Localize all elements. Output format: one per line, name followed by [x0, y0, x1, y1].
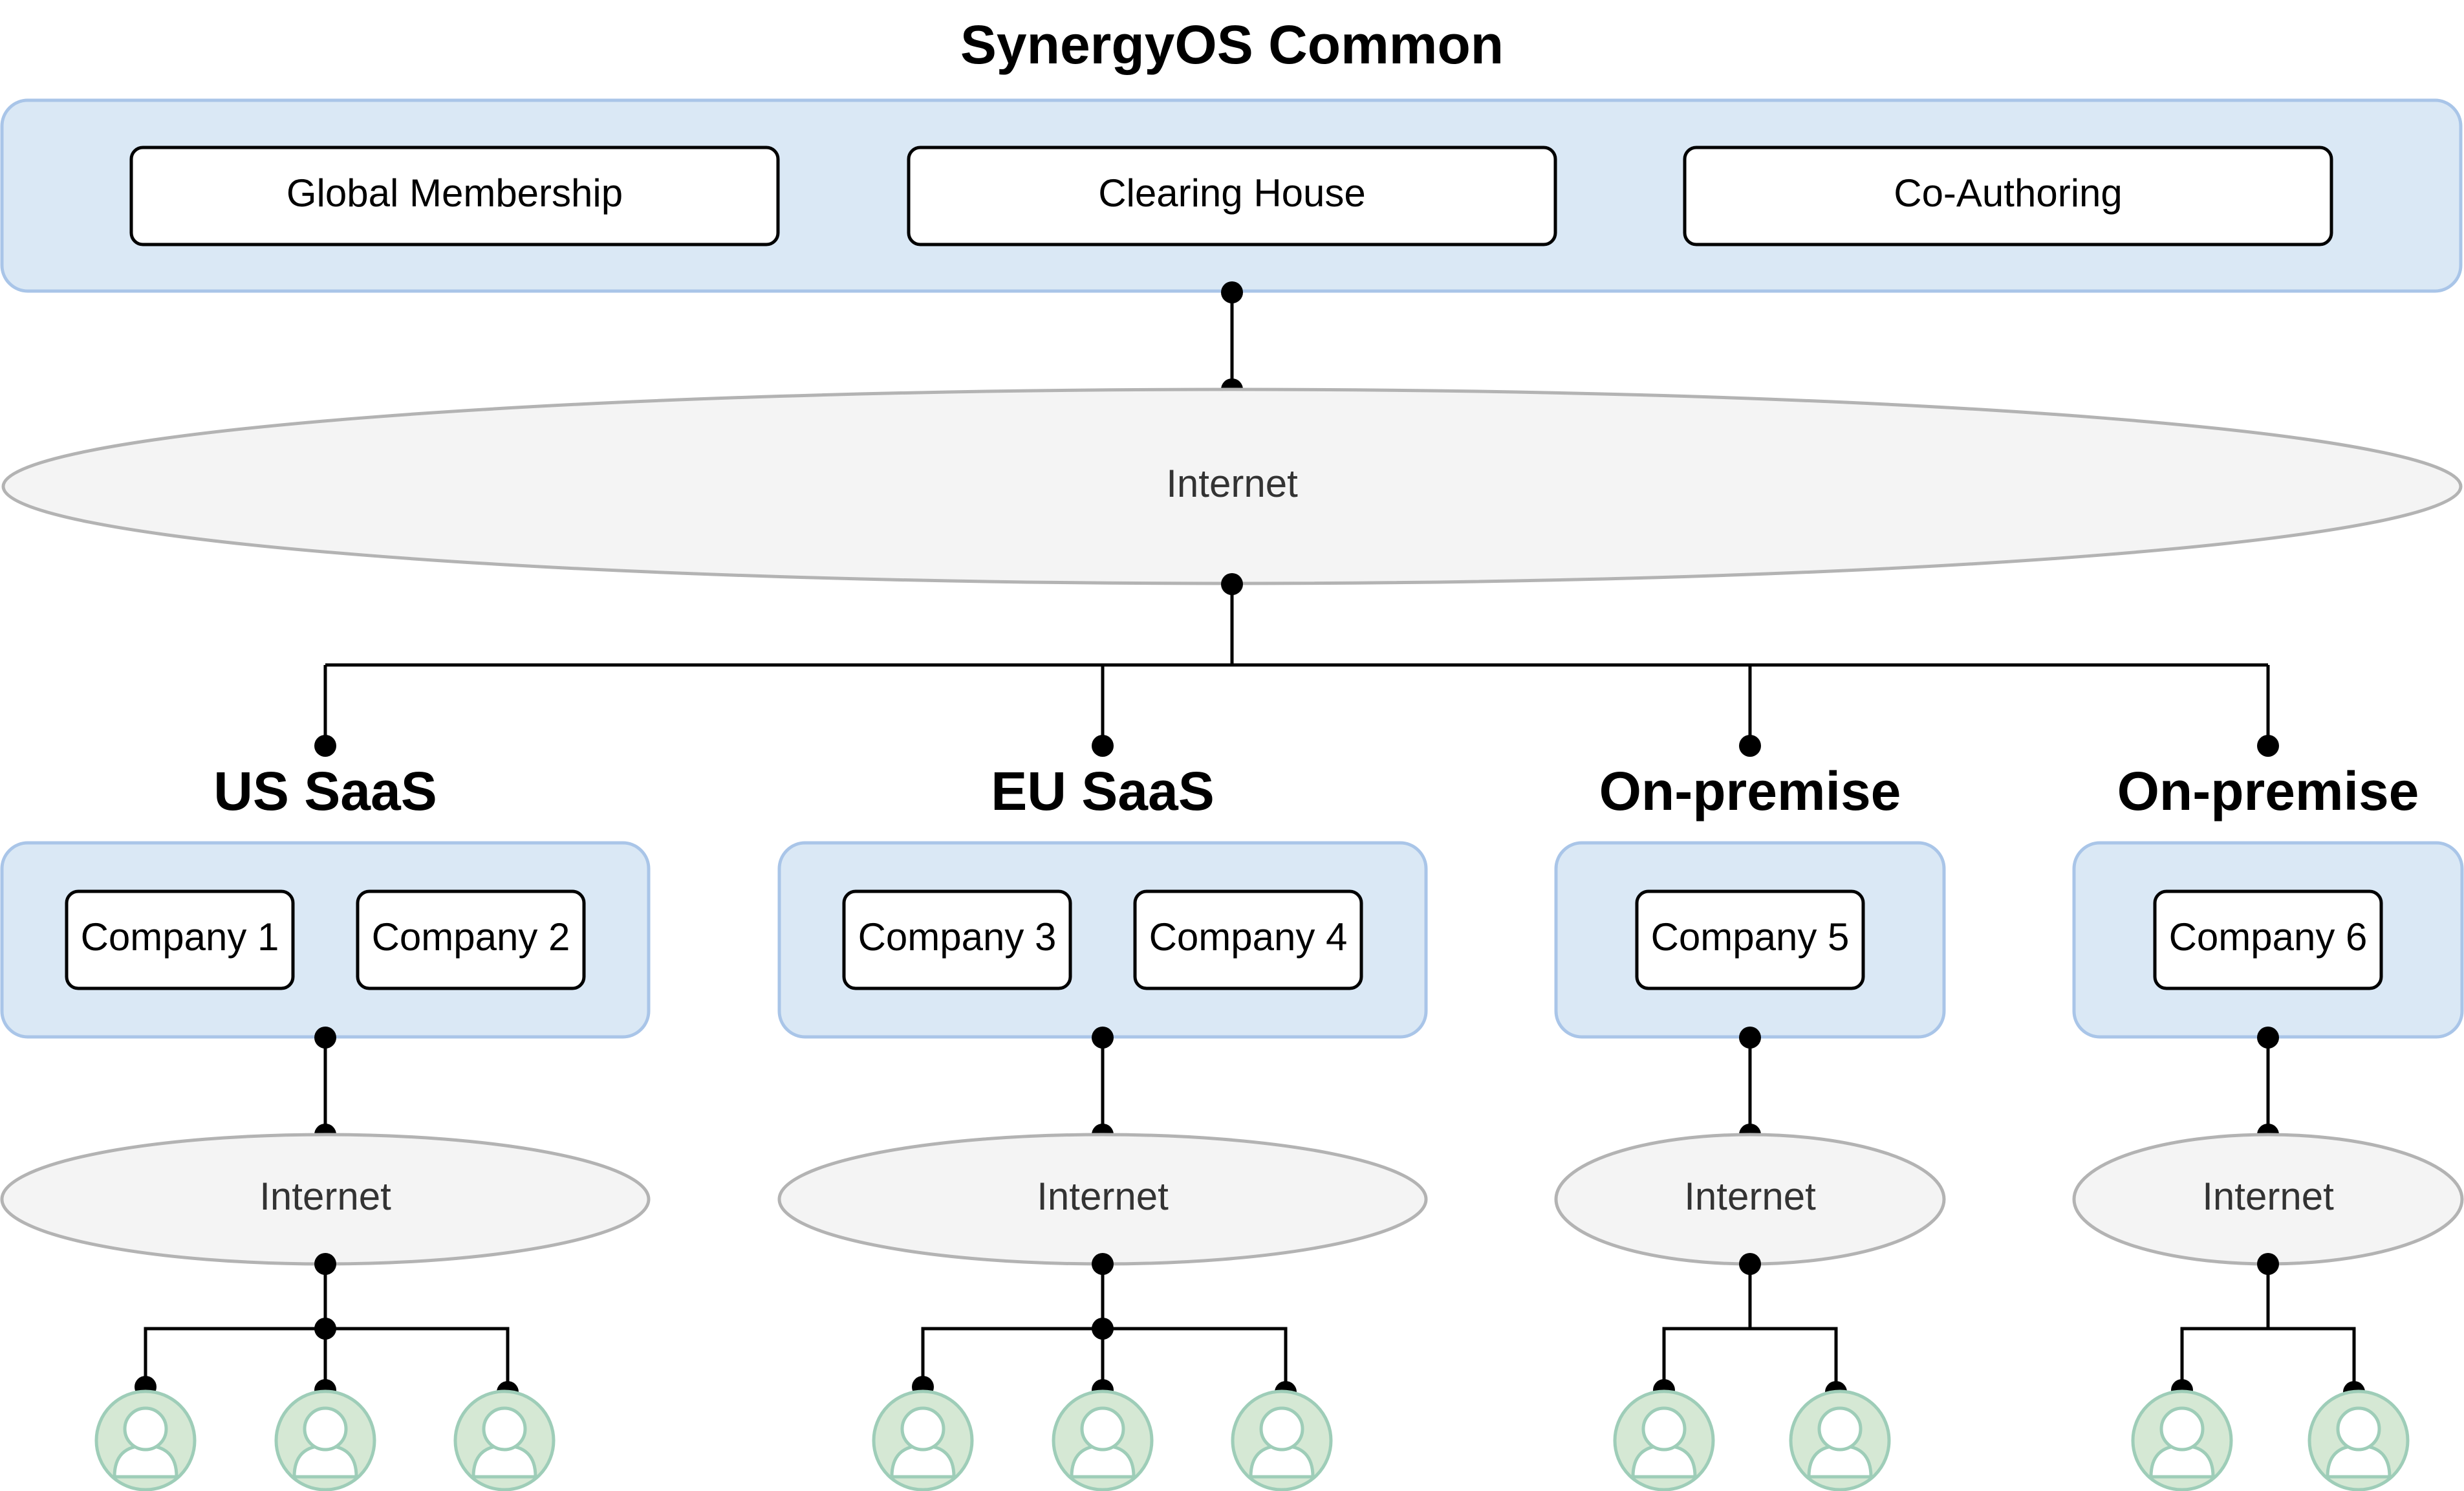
- company-label: Company 4: [1149, 915, 1348, 959]
- service-label: Global Membership: [286, 171, 623, 215]
- service-label: Co-Authoring: [1894, 171, 2123, 215]
- company-box: [356, 889, 586, 990]
- deployment-on-premise-1: On-premise Company 5 Internet: [1554, 761, 1946, 1403]
- connector-dot: [1092, 1253, 1114, 1275]
- connector-dot: [2257, 735, 2279, 757]
- diagram-title: SynergyOS Common: [960, 14, 1504, 75]
- service-clearing-house: Clearing House: [907, 146, 1557, 246]
- user-icon: [1052, 1389, 1154, 1491]
- user-icon-head: [482, 1406, 527, 1452]
- service-box: [129, 146, 780, 246]
- connector-dot: [314, 1027, 336, 1049]
- deployment-internet-label: Internet: [2202, 1175, 2334, 1218]
- user-branch: [2180, 1327, 2356, 1392]
- connector-dot: [1739, 1253, 1761, 1275]
- user-icon: [1231, 1389, 1333, 1491]
- deployment-internet-label: Internet: [259, 1175, 391, 1218]
- company-label: Company 2: [372, 915, 570, 959]
- service-global-membership: Global Membership: [129, 146, 780, 246]
- connector-dot: [1221, 281, 1243, 303]
- connector-dot: [2257, 1253, 2279, 1275]
- user-icon-head: [1817, 1406, 1863, 1452]
- service-co-authoring: Co-Authoring: [1683, 146, 2333, 246]
- user-icon: [2131, 1389, 2233, 1491]
- connector-dot: [1092, 1318, 1114, 1340]
- connector-dot: [1092, 1027, 1114, 1049]
- user-branch: [1662, 1327, 1838, 1392]
- deployment-eu-saas: EU SaaS Company 3 Company 4 Internet: [777, 761, 1428, 1403]
- distribution-bus: [314, 573, 2279, 757]
- user-icon-head: [303, 1406, 348, 1452]
- user-icon: [872, 1389, 974, 1491]
- connector-dot: [1739, 1027, 1761, 1049]
- users-layer: [94, 1389, 2410, 1491]
- user-icon: [453, 1389, 556, 1491]
- connector-dot: [1739, 735, 1761, 757]
- deployment-us-saas: US SaaS Company 1 Company 2 Internet: [0, 761, 651, 1403]
- company-box: [1133, 889, 1363, 990]
- deployment-on-premise-2: On-premise Company 6 Internet: [2072, 761, 2464, 1403]
- service-box: [907, 146, 1557, 246]
- company-label: Company 6: [2169, 915, 2368, 959]
- deployment-title: On-premise: [2117, 761, 2419, 822]
- company-box: [65, 889, 295, 990]
- service-box: [1683, 146, 2333, 246]
- user-icon-head: [1080, 1406, 1125, 1452]
- user-icon-head: [900, 1406, 946, 1452]
- company-box: [1635, 889, 1865, 990]
- company-label: Company 1: [81, 915, 279, 959]
- deployment-title: US SaaS: [213, 761, 437, 822]
- user-icon-head: [123, 1406, 168, 1452]
- connector-dot: [314, 1318, 336, 1340]
- company-label: Company 3: [858, 915, 1057, 959]
- user-icon-head: [2159, 1406, 2205, 1452]
- service-label: Clearing House: [1098, 171, 1366, 215]
- company-label: Company 5: [1651, 915, 1850, 959]
- deployment-title: On-premise: [1599, 761, 1901, 822]
- company-box: [842, 889, 1072, 990]
- user-icon-head: [1641, 1406, 1687, 1452]
- user-icon: [2307, 1389, 2410, 1491]
- connector-dot: [2257, 1027, 2279, 1049]
- company-box: [2153, 889, 2383, 990]
- user-icon-head: [1259, 1406, 1304, 1452]
- deployment-title: EU SaaS: [991, 761, 1215, 822]
- connector-dot: [1092, 735, 1114, 757]
- user-icon: [1613, 1389, 1715, 1491]
- connector-dot: [1221, 573, 1243, 595]
- connector-dot: [314, 735, 336, 757]
- user-icon: [274, 1389, 376, 1491]
- deployment-internet-label: Internet: [1037, 1175, 1169, 1218]
- user-icon-head: [2336, 1406, 2381, 1452]
- user-icon: [1789, 1389, 1891, 1491]
- deployment-internet-label: Internet: [1684, 1175, 1816, 1218]
- top-internet-label: Internet: [1166, 462, 1298, 505]
- user-icon: [94, 1389, 197, 1491]
- connector-dot: [314, 1253, 336, 1275]
